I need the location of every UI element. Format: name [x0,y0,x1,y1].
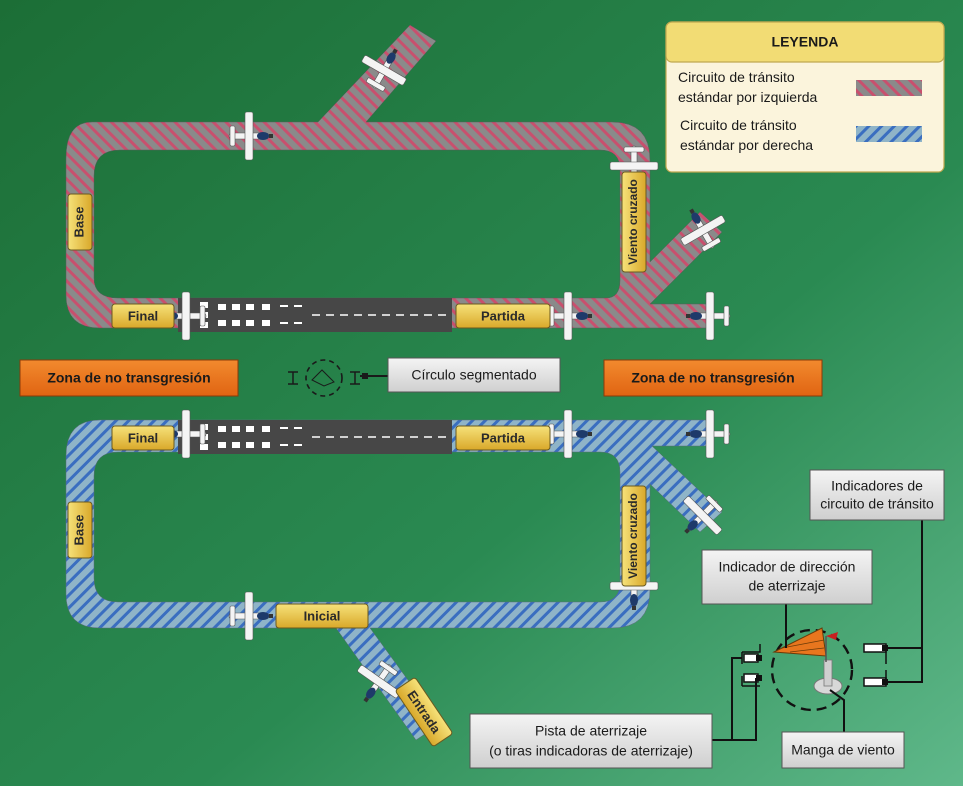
legend-right-line1: Circuito de tránsito [680,117,797,133]
svg-text:Partida: Partida [481,430,526,445]
callout-circulo-segmentado: Círculo segmentado [387,357,561,393]
callout-manga-viento: Manga de viento [781,731,905,769]
legend-left-line2: estándar por izquierda [678,89,818,105]
svg-text:Final: Final [128,430,158,445]
no-transgression-zone-left: Zona de no transgresión [19,359,239,397]
top-base-label: Base [67,193,93,251]
svg-text:Partida: Partida [481,308,526,323]
legend-right-line2: estándar por derecha [680,137,813,153]
bottom-base-label: Base [67,501,93,559]
svg-text:Manga de viento: Manga de viento [791,742,895,758]
callout-connectors [712,520,923,741]
svg-text:Base: Base [71,206,86,237]
svg-text:Viento cruzado: Viento cruzado [626,493,640,579]
legend-left-line1: Circuito de tránsito [678,69,795,85]
svg-text:Inicial: Inicial [304,608,341,623]
legend-title: LEYENDA [772,34,839,50]
bottom-viento-cruzado-label: Viento cruzado [621,485,647,587]
svg-text:Indicadores de: Indicadores de [831,478,923,494]
svg-text:Pista de aterrizaje: Pista de aterrizaje [535,723,647,739]
bottom-partida-label: Partida [455,425,551,451]
legend-left-swatch [856,80,922,96]
callout-pista-aterrizaje: Pista de aterrizaje (o tiras indicadoras… [469,713,713,769]
bottom-runway [178,420,452,454]
svg-text:circuito de tránsito: circuito de tránsito [820,496,934,512]
svg-text:Zona de no transgresión: Zona de no transgresión [47,370,210,386]
top-partida-label: Partida [455,303,551,329]
svg-text:Indicador de dirección: Indicador de dirección [719,559,856,575]
windsock-icon [813,632,843,695]
bottom-final-label: Final [111,425,175,451]
callout-indicador-direccion: Indicador de dirección de aterrizaje [701,549,873,605]
callout-indicadores-circuito: Indicadores de circuito de tránsito [809,469,945,521]
svg-text:Zona de no transgresión: Zona de no transgresión [631,370,794,386]
svg-text:de aterrizaje: de aterrizaje [748,578,825,594]
top-runway [178,298,452,332]
segmented-circle-icon [288,359,388,397]
segmented-circle-detail [741,627,888,712]
svg-text:Final: Final [128,308,158,323]
top-final-label: Final [111,303,175,329]
bottom-inicial-label: Inicial [275,603,369,629]
svg-text:Base: Base [71,514,86,545]
no-transgression-zone-right: Zona de no transgresión [603,359,823,397]
svg-text:Círculo segmentado: Círculo segmentado [411,367,537,383]
svg-text:Viento cruzado: Viento cruzado [626,179,640,265]
legend: LEYENDA Circuito de tránsito estándar po… [665,21,945,173]
top-viento-cruzado-label: Viento cruzado [621,171,647,273]
legend-right-swatch [856,126,922,142]
svg-text:(o tiras indicadoras de aterri: (o tiras indicadoras de aterrizaje) [489,743,693,759]
